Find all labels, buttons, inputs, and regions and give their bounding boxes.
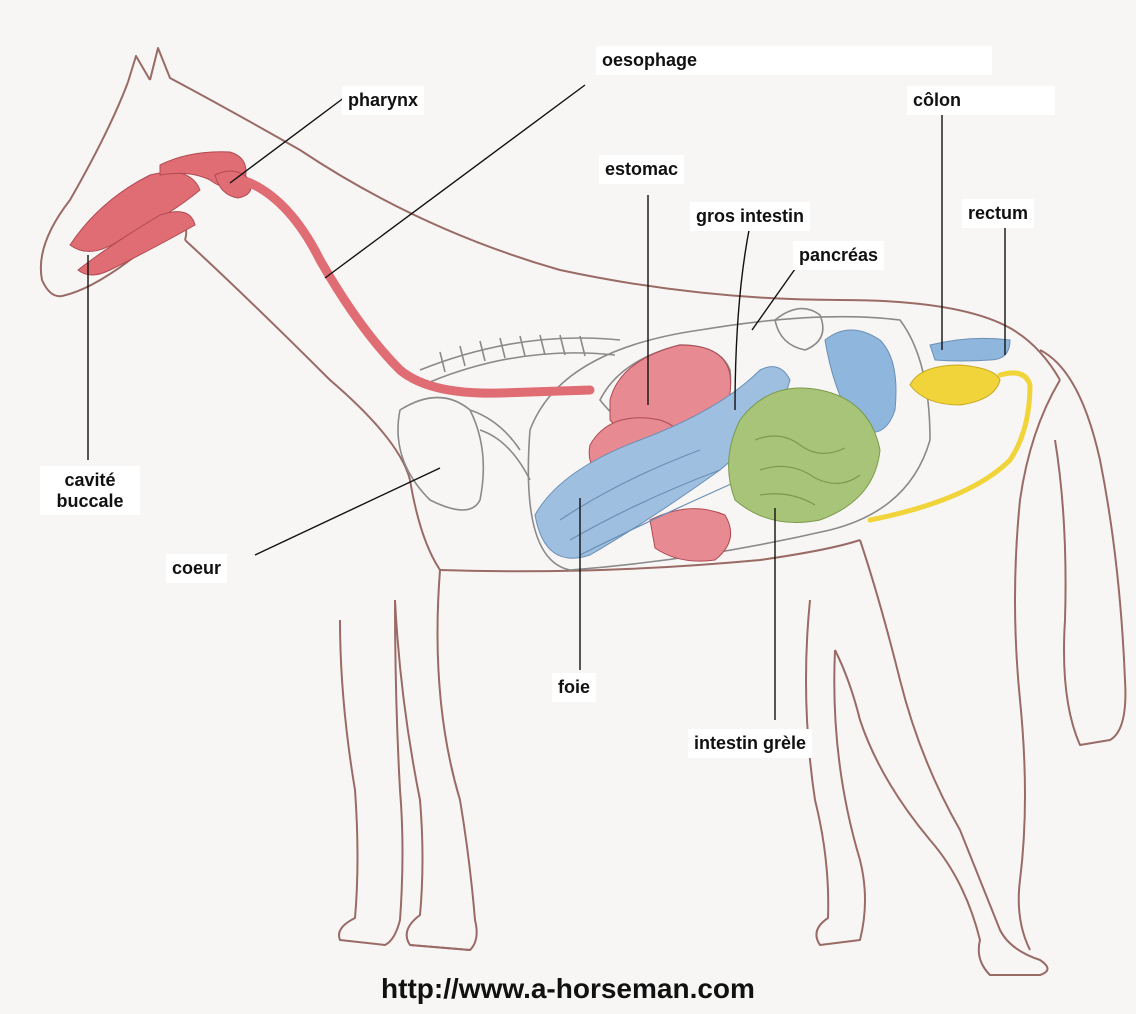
label-pharynx: pharynx [342, 86, 424, 115]
label-foie: foie [552, 673, 596, 702]
label-intestin-grele: intestin grèle [688, 729, 812, 758]
label-cavite-buccale: cavité buccale [40, 466, 140, 515]
label-pancreas: pancréas [793, 241, 884, 270]
label-estomac: estomac [599, 155, 684, 184]
label-coeur: coeur [166, 554, 227, 583]
source-url: http://www.a-horseman.com [0, 973, 1136, 1005]
label-cavite-line1: cavité [46, 470, 134, 491]
label-rectum: rectum [962, 199, 1034, 228]
label-gros-intestin: gros intestin [690, 202, 810, 231]
label-cavite-line2: buccale [46, 491, 134, 512]
label-oesophage: oesophage [596, 46, 992, 75]
label-colon: côlon [907, 86, 1055, 115]
green-organs [729, 388, 880, 523]
